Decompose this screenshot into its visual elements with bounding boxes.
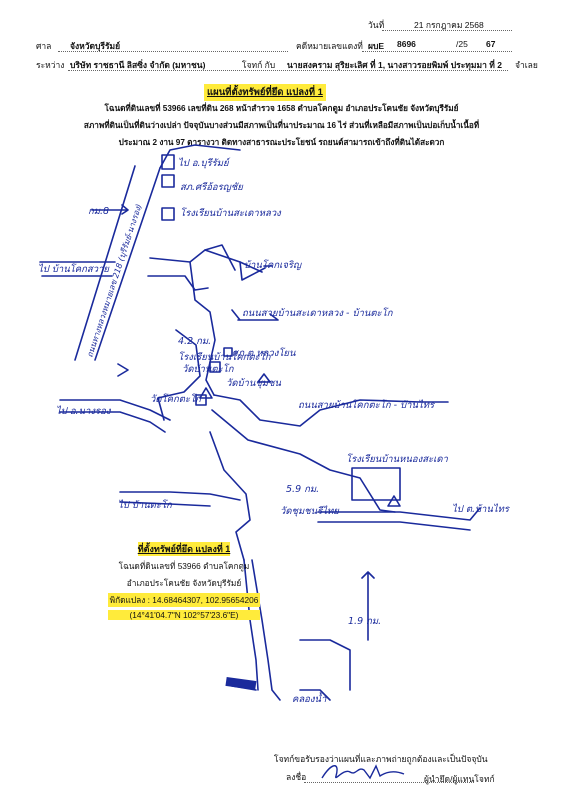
label-road-khok: ถนนสายบ้านโคกตะโก - บ้านไทร xyxy=(298,399,436,411)
description-line-2: สภาพที่ดินเป็นที่ดินว่างเปล่า ปัจจุบันบา… xyxy=(83,121,480,130)
label-left-village: ไป บ้านโคกสวาย xyxy=(38,263,110,275)
label-highway: ถนนทางหลวงหมายเลข 218 (บุรีรัมย์-นางรอง) xyxy=(84,203,144,359)
defendant-suffix: จำเลย xyxy=(515,60,538,70)
court-value: จังหวัดบุรีรัมย์ xyxy=(70,41,121,51)
location-line-2: อำเภอประโคนชัย จังหวัดบุรีรัมย์ xyxy=(126,578,242,588)
case-label: คดีหมายเลขแดงที่ xyxy=(296,41,363,51)
label-wat-takoh: วัดโคกตะโก xyxy=(150,393,202,405)
case-number: 8696 xyxy=(397,39,416,49)
case-year: 67 xyxy=(486,39,496,49)
label-school2: โรงเรียนบ้านโคกตะโก xyxy=(178,351,272,363)
location-dms: (14°41'04.7"N 102°57'23.6"E) xyxy=(108,610,260,620)
signature xyxy=(321,764,405,780)
label-wat-nong: วัดชุมชนรีไทย xyxy=(280,505,340,517)
date-label: วันที่ xyxy=(368,20,385,30)
label-pond: คลองน้ำ xyxy=(292,691,327,705)
label-school: โรงเรียนบ้านสะเดาหลวง xyxy=(180,207,282,219)
sign-label: ลงชื่อ xyxy=(286,772,307,782)
label-village-hall: สภ.ต.หลวงโยน xyxy=(232,347,296,359)
label-mor-chor: วัดบ้านตะโก xyxy=(182,363,235,375)
label-to-nangrong: ไป อ.นางรอง xyxy=(56,405,112,417)
defendant: นายสงคราม สุริยะเลิศ ที่ 1, นางสาวรอยพิม… xyxy=(287,60,502,70)
certify-text: โจทก์ขอรับรองว่าแผนที่และภาพถ่ายถูกต้องแ… xyxy=(274,754,488,764)
description-line-3: ประมาณ 2 งาน 97 ตารางวา ติดทางสาธารณะประ… xyxy=(118,138,445,147)
label-to-ban-takoh: ไป บ้านตะโก xyxy=(118,499,173,511)
plaintiff: บริษัท ราชธานี ลิสซิ่ง จำกัด (มหาชน) xyxy=(70,60,206,70)
label-north-city: ไป อ.บุรีรัมย์ xyxy=(178,157,231,169)
plaintiff-suffix: โจทก์ กับ xyxy=(242,60,276,70)
page-title: แผนที่ตั้งทรัพย์ที่ยึด แปลงที่ 1 xyxy=(204,84,326,101)
label-wat1: วัดบ้านชุมชน xyxy=(226,378,282,389)
case-year-prefix: /25 xyxy=(456,39,468,49)
highway-edge-left xyxy=(74,165,136,361)
location-info-box: ที่ตั้งทรัพย์ที่ยึด แปลงที่ 1 โฉนดที่ดิน… xyxy=(108,542,260,652)
court-label: ศาล xyxy=(36,41,52,51)
label-km19: 1.9 กม. xyxy=(348,616,381,627)
label-to-pho-yai: บ้านโคกเจริญ xyxy=(244,259,302,271)
highway-edge-right xyxy=(94,167,161,361)
location-title: ที่ตั้งทรัพย์ที่ยึด แปลงที่ 1 xyxy=(137,542,231,556)
property-marker xyxy=(225,676,257,691)
label-km21: 4.2 กม. xyxy=(178,336,211,347)
case-prefix: ผบE xyxy=(368,41,385,51)
date-value: 21 กรกฎาคม 2568 xyxy=(414,20,484,30)
label-to-ban-sai: ไป ต.บ้านไทร xyxy=(452,503,511,515)
label-km5: 5.9 กม. xyxy=(286,484,319,495)
label-road-sadao: ถนนสายบ้านสะเดาหลวง - บ้านตะโก xyxy=(242,307,394,319)
label-police: สภ.ศรีอ้อรญชัย xyxy=(180,181,244,193)
label-school3: โรงเรียนบ้านหนองสะเดา xyxy=(346,453,449,465)
between-label: ระหว่าง xyxy=(36,60,65,70)
description-line-1: โฉนดที่ดินเลขที่ 53966 เลขที่ดิน 268 หน้… xyxy=(104,104,459,113)
location-line-1: โฉนดที่ดินเลขที่ 53966 ตำบลโคกตูม xyxy=(118,561,250,571)
label-km8: กม.8 xyxy=(88,206,109,217)
location-coords: พิกัดแปลง : 14.68464307, 102.95654206 xyxy=(108,593,260,607)
signer-role: ผู้นำยึด/ผู้แทนโจทก์ xyxy=(424,774,495,784)
